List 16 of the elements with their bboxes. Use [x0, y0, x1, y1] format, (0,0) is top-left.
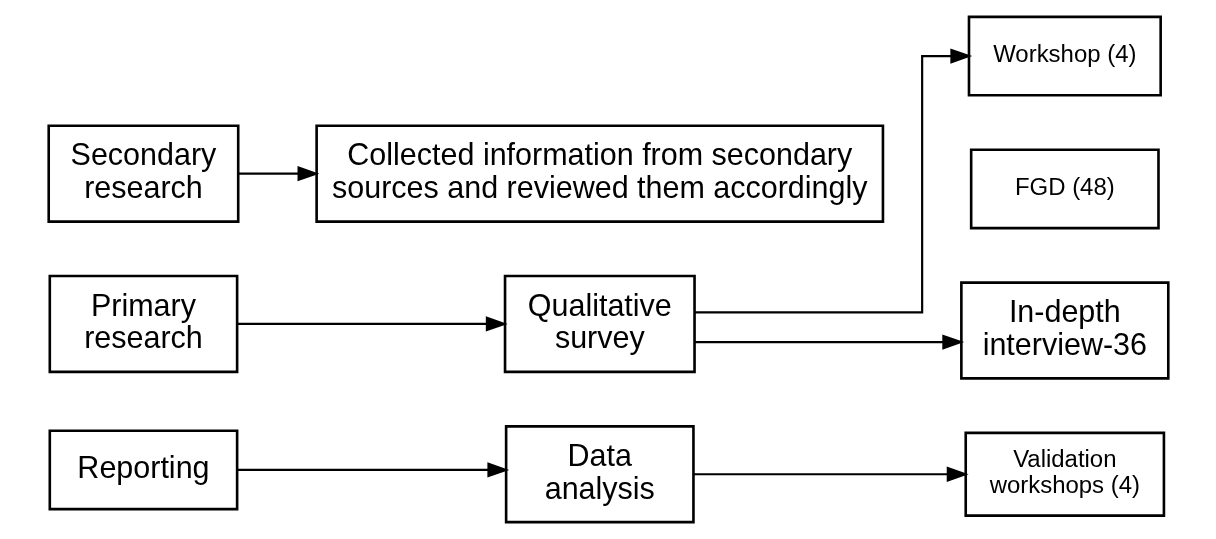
arrow [694, 48, 972, 314]
arrow [236, 316, 508, 332]
arrow [693, 466, 969, 482]
node-box: Data analysis [504, 425, 695, 524]
arrow [236, 462, 509, 478]
arrow [694, 334, 964, 350]
node-box: Qualitative survey [503, 274, 696, 374]
node-box: FGD (48) [969, 148, 1160, 230]
node-box: Secondary research [46, 124, 239, 223]
node-box: Reporting [48, 429, 238, 511]
node-box: Primary research [48, 274, 238, 374]
node-box: Validation workshops (4) [963, 431, 1165, 517]
node-box: Collected information from secondary sources and reviewed them accordingly [314, 124, 884, 223]
node-box: Workshop (4) [967, 15, 1162, 97]
node-box: In-depth interview-36 [959, 281, 1170, 380]
arrow [238, 166, 319, 182]
